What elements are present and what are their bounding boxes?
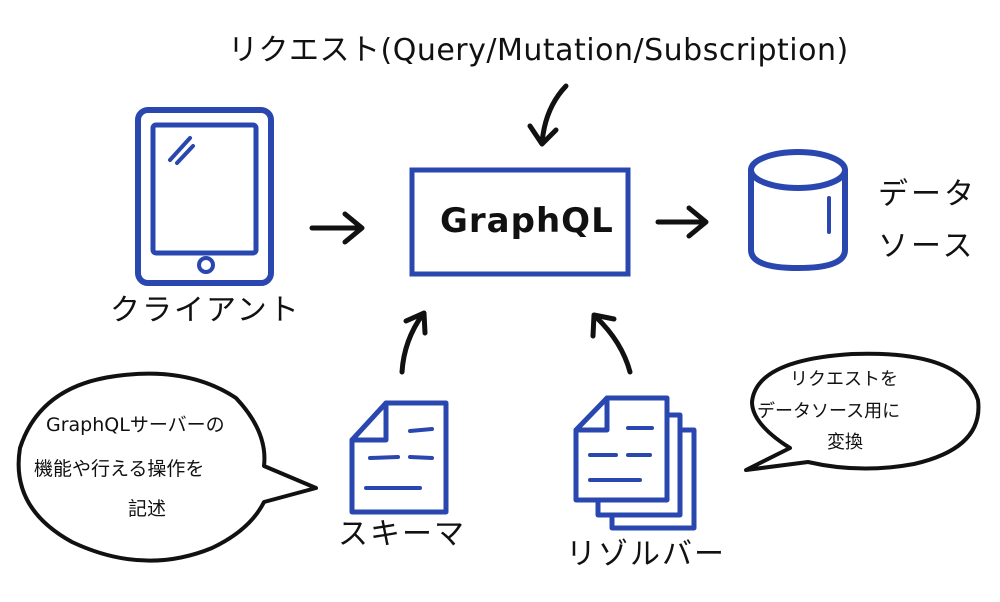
resolver-bubble-line-3: 変換 bbox=[827, 432, 863, 453]
schema-label: スキーマ bbox=[338, 517, 466, 552]
resolver-documents-stack-icon bbox=[573, 395, 697, 531]
tablet-icon bbox=[135, 107, 274, 286]
datasource-label-line-1: データ bbox=[878, 177, 977, 212]
schema-speech-bubble bbox=[16, 371, 318, 563]
resolver-label: リゾルバー bbox=[566, 537, 726, 572]
resolver-bubble-line-2: データソース用に bbox=[757, 401, 901, 422]
schema-bubble-line-2: 機能や行える操作を bbox=[34, 458, 205, 480]
resolver-to-graphql-arrow bbox=[593, 314, 633, 375]
resolver-bubble-line-1: リクエストを bbox=[790, 369, 898, 390]
request-arrow bbox=[539, 83, 569, 146]
database-cylinder-icon bbox=[748, 149, 848, 272]
datasource-label-line-2: ソース bbox=[878, 229, 976, 264]
schema-to-graphql-arrow bbox=[399, 311, 426, 375]
graphql-label: GraphQL bbox=[440, 201, 614, 241]
graphql-box bbox=[409, 167, 631, 277]
request-label: リクエスト(Query/Mutation/Subscription) bbox=[228, 33, 849, 68]
arrows bbox=[309, 83, 709, 375]
client-label: クライアント bbox=[110, 293, 301, 328]
schema-bubble-line-3: 記述 bbox=[128, 498, 167, 520]
resolver-speech-bubble bbox=[744, 351, 981, 472]
schema-document-icon bbox=[349, 400, 449, 515]
schema-bubble-line-1: GraphQLサーバーの bbox=[46, 414, 225, 436]
